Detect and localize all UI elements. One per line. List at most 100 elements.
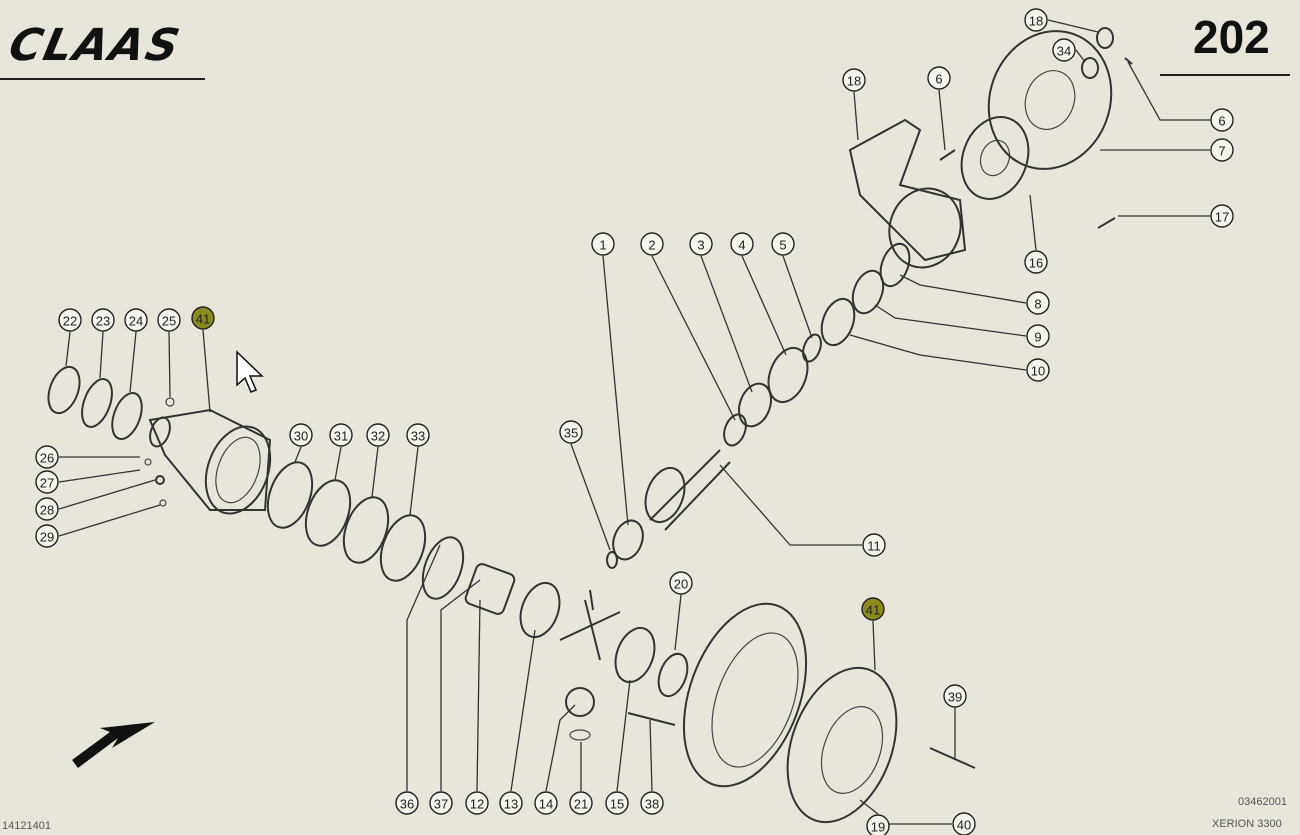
callout-c27[interactable]: 27 <box>35 470 59 494</box>
callout-c32[interactable]: 32 <box>366 423 390 447</box>
callout-c41b[interactable]: 41 <box>861 597 885 621</box>
brake-disc-hub <box>1024 70 1076 130</box>
o-ring-35 <box>606 551 618 569</box>
leader-line-c12 <box>476 599 481 792</box>
bracket-flange <box>888 187 962 269</box>
leader-line-c8 <box>899 274 1027 304</box>
callout-label: 18 <box>1029 14 1043 29</box>
callout-c3[interactable]: 3 <box>689 232 713 256</box>
callout-c39[interactable]: 39 <box>943 684 967 708</box>
pin-29 <box>159 499 167 507</box>
leader-line-c6b <box>1127 61 1210 121</box>
callout-circle <box>771 232 795 256</box>
callout-label: 24 <box>129 314 143 329</box>
side-gear-15 <box>614 626 656 684</box>
callout-c17[interactable]: 17 <box>1210 204 1234 228</box>
callout-circle <box>1210 204 1234 228</box>
direction-arrow-icon <box>72 722 155 768</box>
leader-line-c25 <box>168 331 171 398</box>
bolt-39 <box>929 747 976 769</box>
callout-c26[interactable]: 26 <box>35 445 59 469</box>
callout-c6b[interactable]: 6 <box>1210 108 1234 132</box>
callout-circle <box>1024 8 1048 32</box>
crown-wheel-inner <box>711 632 799 768</box>
callout-c29[interactable]: 29 <box>35 524 59 548</box>
callout-label: 27 <box>40 476 54 491</box>
callout-c12[interactable]: 12 <box>465 791 489 815</box>
callout-label: 41 <box>866 603 880 618</box>
callout-c14[interactable]: 14 <box>534 791 558 815</box>
callout-c38[interactable]: 38 <box>640 791 664 815</box>
callout-c31[interactable]: 31 <box>329 423 353 447</box>
callout-c15[interactable]: 15 <box>605 791 629 815</box>
callout-c41a[interactable]: 41 <box>191 306 215 330</box>
callout-c18a[interactable]: 18 <box>842 68 866 92</box>
screw-27 <box>144 458 152 466</box>
callout-c13[interactable]: 13 <box>499 791 523 815</box>
callout-c8[interactable]: 8 <box>1026 291 1050 315</box>
callout-c34[interactable]: 34 <box>1052 38 1076 62</box>
callout-circle <box>329 423 353 447</box>
bearing-9 <box>851 269 885 315</box>
callout-c1[interactable]: 1 <box>591 232 615 256</box>
callout-label: 9 <box>1034 330 1041 345</box>
leader-line-c11 <box>719 464 862 546</box>
callout-c2[interactable]: 2 <box>640 232 664 256</box>
callout-c28[interactable]: 28 <box>35 497 59 521</box>
callout-circle <box>669 571 693 595</box>
callout-c37[interactable]: 37 <box>429 791 453 815</box>
callout-c19[interactable]: 19 <box>866 814 890 835</box>
callout-circle <box>861 597 885 621</box>
callout-circle <box>689 232 713 256</box>
snap-ring-37 <box>421 536 465 600</box>
callout-label: 33 <box>411 429 425 444</box>
leader-line-c5 <box>782 255 813 339</box>
leader-line-c13 <box>510 629 536 792</box>
callout-c6a[interactable]: 6 <box>927 66 951 90</box>
callout-c30[interactable]: 30 <box>289 423 313 447</box>
callout-label: 23 <box>96 314 110 329</box>
bearing-12 <box>464 563 516 615</box>
callout-c25[interactable]: 25 <box>157 308 181 332</box>
callout-circle <box>1026 358 1050 382</box>
callout-c20[interactable]: 20 <box>669 571 693 595</box>
callout-c7[interactable]: 7 <box>1210 138 1234 162</box>
differential-group <box>464 563 976 824</box>
page-number: 202 <box>1193 11 1270 63</box>
callout-c11[interactable]: 11 <box>862 533 886 557</box>
callout-c16[interactable]: 16 <box>1024 250 1048 274</box>
callout-c18b[interactable]: 18 <box>1024 8 1048 32</box>
callout-label: 18 <box>847 74 861 89</box>
callout-c22[interactable]: 22 <box>58 308 82 332</box>
callout-c35[interactable]: 35 <box>559 420 583 444</box>
brake-disc-7 <box>987 30 1113 170</box>
callout-c36[interactable]: 36 <box>395 791 419 815</box>
callout-c33[interactable]: 33 <box>406 423 430 447</box>
callout-c4[interactable]: 4 <box>730 232 754 256</box>
callout-c24[interactable]: 24 <box>124 308 148 332</box>
leader-line-c24 <box>129 331 137 393</box>
callout-c5[interactable]: 5 <box>771 232 795 256</box>
bearing-3 <box>738 382 772 428</box>
shim-31 <box>304 479 352 547</box>
callout-c40[interactable]: 40 <box>952 812 976 835</box>
callout-label: 28 <box>40 503 54 518</box>
callout-c10[interactable]: 10 <box>1026 358 1050 382</box>
callout-label: 10 <box>1031 364 1045 379</box>
callout-c21[interactable]: 21 <box>569 791 593 815</box>
screw-17 <box>1097 217 1116 229</box>
callout-circle <box>58 308 82 332</box>
leader-line-c3 <box>700 255 753 393</box>
crown-wheel-11 <box>682 602 808 788</box>
bracket-19 <box>848 118 967 262</box>
callout-circle <box>35 470 59 494</box>
callout-label: 31 <box>334 429 348 444</box>
flange-16 <box>960 116 1030 200</box>
callout-circle <box>191 306 215 330</box>
callout-c9[interactable]: 9 <box>1026 324 1050 348</box>
callout-c23[interactable]: 23 <box>91 308 115 332</box>
callout-circle <box>1026 291 1050 315</box>
footer-model: XERION 3300 <box>1212 818 1282 830</box>
leader-line-c32 <box>371 446 379 498</box>
leader-line-c4 <box>741 255 787 356</box>
